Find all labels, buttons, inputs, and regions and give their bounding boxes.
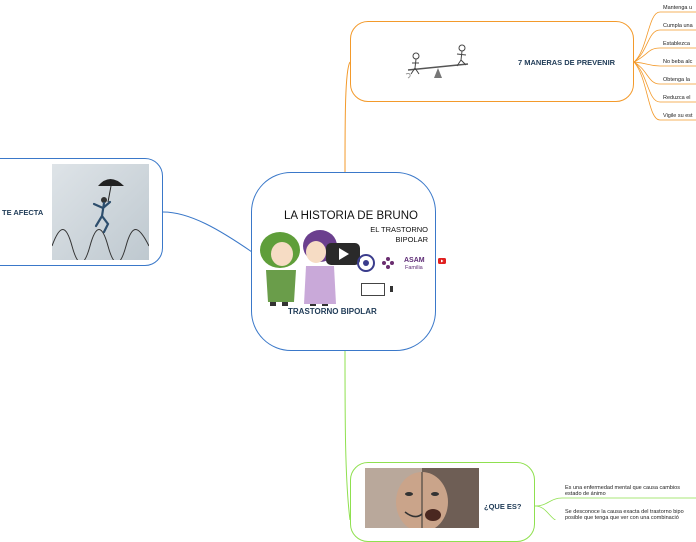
top-leaf-5[interactable]: Obtenga la xyxy=(663,77,690,83)
seesaw-sketch-image xyxy=(400,38,476,84)
top-leaf-7[interactable]: Vigile su est xyxy=(663,113,693,119)
top-branch-node[interactable] xyxy=(350,21,634,102)
connector-lines xyxy=(162,11,696,520)
connector-top-leaves xyxy=(633,11,696,121)
bottom-leaf-2-line1[interactable]: Se desconoce la causa exacta del trastor… xyxy=(565,509,684,515)
asam-logo-subtext: Familia xyxy=(405,265,423,271)
connector-center-left xyxy=(162,211,253,253)
umbrella-figure-image xyxy=(52,164,149,260)
bottom-branch-title: ¿QUE ES? xyxy=(484,502,522,511)
top-leaf-4[interactable]: No beba alc xyxy=(663,59,693,65)
play-button[interactable] xyxy=(326,243,360,265)
video-thumbnail[interactable]: LA HISTORIA DE BRUNO EL TRASTORNO BIPOLA… xyxy=(256,206,432,306)
center-title: TRASTORNO BIPOLAR xyxy=(288,307,377,316)
youtube-icon[interactable] xyxy=(438,258,446,264)
connector-center-top xyxy=(344,61,351,173)
top-leaf-3[interactable]: Establezca xyxy=(663,41,690,47)
connector-bottom-leaves xyxy=(534,497,696,520)
video-heading: LA HISTORIA DE BRUNO xyxy=(284,210,418,222)
left-branch-title: TE AFECTA xyxy=(2,208,44,217)
split-face-image xyxy=(365,468,479,528)
video-subheading-2: BIPOLAR xyxy=(395,235,428,244)
asam-logo-text: ASAM xyxy=(404,257,425,264)
partner-logos xyxy=(357,254,394,272)
play-icon xyxy=(339,248,349,260)
top-leaf-2[interactable]: Cumpla una xyxy=(663,23,693,29)
bottom-leaf-1-line1[interactable]: Es una enfermedad mental que causa cambi… xyxy=(565,485,680,491)
connector-center-bottom xyxy=(344,349,351,520)
bottom-logo-right xyxy=(390,286,427,292)
top-branch-title: 7 MANERAS DE PREVENIR xyxy=(518,58,616,67)
video-subheading-1: EL TRASTORNO xyxy=(370,225,428,234)
bottom-leaf-2-line2[interactable]: posible que tenga que ver con una combin… xyxy=(565,515,679,521)
bottom-leaf-1-line2[interactable]: estado de ánimo xyxy=(565,491,606,497)
bottom-logo-left xyxy=(361,283,385,296)
top-leaf-1[interactable]: Mantenga u xyxy=(663,5,693,11)
top-leaf-6[interactable]: Reduzca el xyxy=(663,95,691,101)
cartoon-characters-illustration xyxy=(260,230,337,306)
